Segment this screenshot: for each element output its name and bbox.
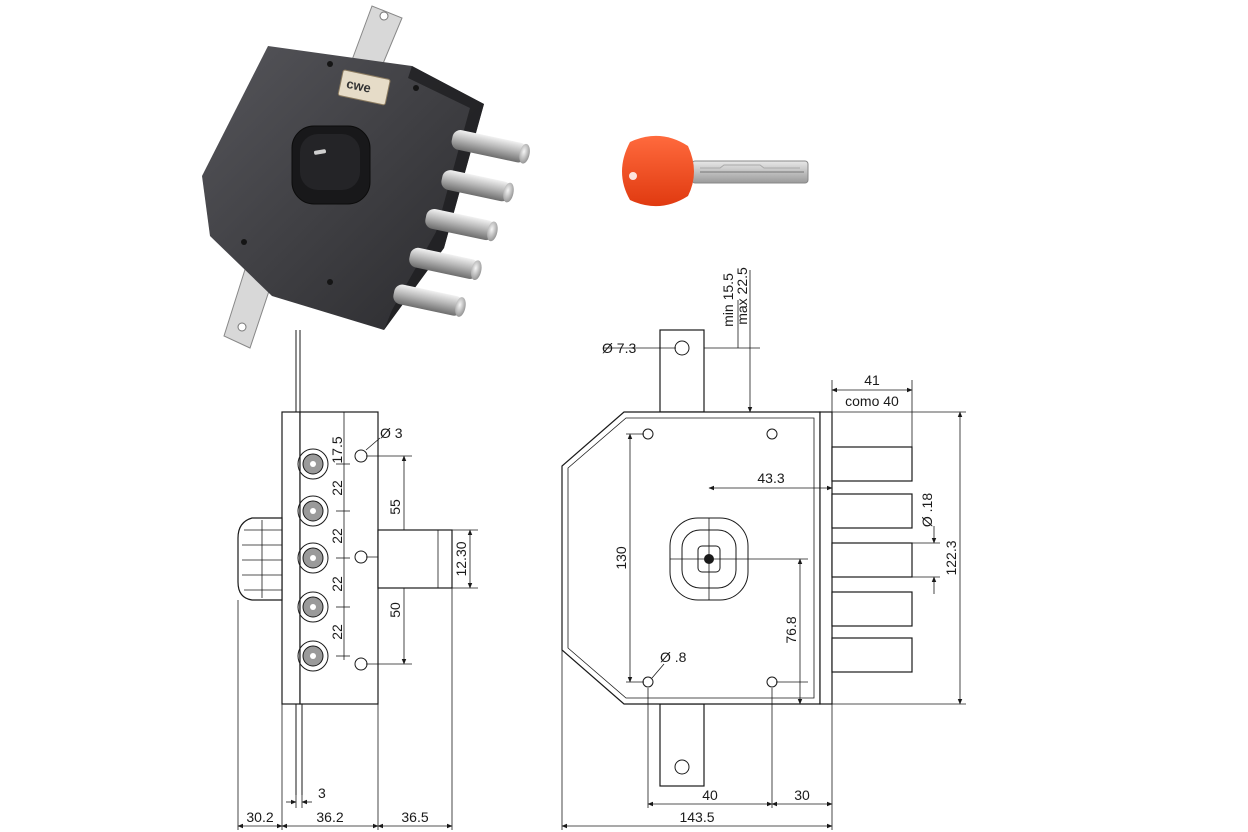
dim-width-a: 30.2: [246, 809, 273, 825]
dim-mount-hole: Ø 7.3: [602, 340, 636, 356]
dim-bolt-dia: Ø .18: [919, 493, 935, 527]
dim-bolt-travel-note: como 40: [845, 393, 899, 409]
dim-strike-max: max 22.5: [734, 267, 750, 325]
dim-screw-hole: Ø .8: [660, 649, 687, 665]
dim-height-inner: 130: [613, 546, 629, 570]
front-view-drawing: Ø 7.3 min 15.5 max 22.5 41 como 40 43.3 …: [561, 267, 966, 830]
dim-bolt-travel: 41: [864, 372, 880, 388]
dim-bottom-a: 40: [702, 787, 718, 803]
bolt-end-circles: [297, 448, 329, 672]
key-product-image: [622, 135, 809, 207]
brand-plate: cwe: [337, 69, 391, 106]
dim-pitch-3: 22: [329, 576, 345, 592]
dim-width-c: 36.5: [401, 809, 428, 825]
dim-top-offset: 17.5: [329, 436, 345, 463]
dim-pitch-1: 22: [329, 480, 345, 496]
dim-center-height: 76.8: [783, 616, 799, 643]
dim-total-width: 143.5: [679, 809, 714, 825]
dim-pitch-2: 22: [329, 528, 345, 544]
dim-pitch-4: 22: [329, 624, 345, 640]
dim-bottom-b: 30: [794, 787, 810, 803]
dim-width-b: 36.2: [316, 809, 343, 825]
lock-product-image: cwe: [202, 5, 530, 349]
dim-latch-height: 12.30: [453, 541, 469, 576]
side-view-drawing: 17.5 22 22 22 22 Ø 3 55 50 12.30 3: [237, 330, 478, 830]
svg-text:cwe: cwe: [345, 76, 372, 96]
dim-lower-span: 50: [387, 602, 403, 618]
dim-hole-dia: Ø 3: [380, 425, 403, 441]
front-bolts: [831, 446, 913, 673]
dim-cylinder-offset: 43.3: [757, 470, 784, 486]
dim-strike-min: min 15.5: [720, 273, 736, 327]
dim-height-total: 122.3: [943, 540, 959, 575]
deadbolts: [393, 130, 530, 317]
dim-upper-span: 55: [387, 499, 403, 515]
dim-tail-thickness: 3: [318, 785, 326, 801]
